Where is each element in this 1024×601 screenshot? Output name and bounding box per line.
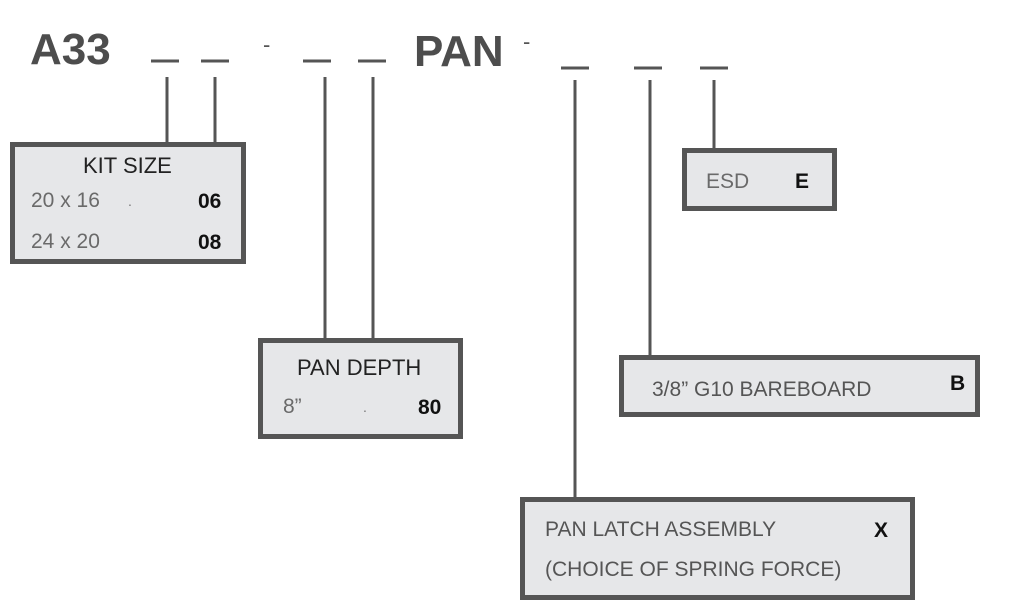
kit-size-option-code: 06 (198, 190, 222, 213)
pan-depth-option-label: 8” (283, 395, 302, 418)
pan-depth-option-code: 80 (418, 396, 442, 419)
pan-latch-code: X (874, 519, 889, 542)
separator-dash-2: - (523, 29, 531, 54)
pan-latch-box: PAN LATCH ASSEMBLY X (CHOICE OF SPRING F… (520, 497, 915, 600)
pan-latch-label: PAN LATCH ASSEMBLY (545, 518, 777, 541)
kit-size-title: KIT SIZE (83, 153, 172, 178)
kit-size-option-label: 20 x 16 (31, 189, 100, 212)
bareboard-code: B (950, 372, 966, 395)
pan-depth-option-dot: . (363, 399, 367, 415)
esd-label: ESD (706, 170, 750, 193)
kit-size-box: KIT SIZE 20 x 16 . 06 24 x 20 08 (10, 142, 246, 264)
part-middle: PAN (414, 27, 504, 76)
bareboard-box: 3/8” G10 BAREBOARD B (619, 355, 980, 417)
kit-size-option-dot: . (128, 193, 132, 209)
esd-code: E (795, 170, 810, 193)
kit-size-option-label: 24 x 20 (31, 230, 100, 253)
pan-depth-box: PAN DEPTH 8” . 80 (258, 338, 463, 439)
kit-size-option-code: 08 (198, 231, 222, 254)
bareboard-label: 3/8” G10 BAREBOARD (652, 378, 872, 401)
pan-depth-title: PAN DEPTH (297, 355, 422, 380)
part-prefix: A33 (30, 25, 111, 74)
pan-latch-sublabel: (CHOICE OF SPRING FORCE) (545, 558, 842, 581)
esd-box: ESD E (682, 148, 837, 211)
separator-dash-1: - (263, 32, 271, 57)
